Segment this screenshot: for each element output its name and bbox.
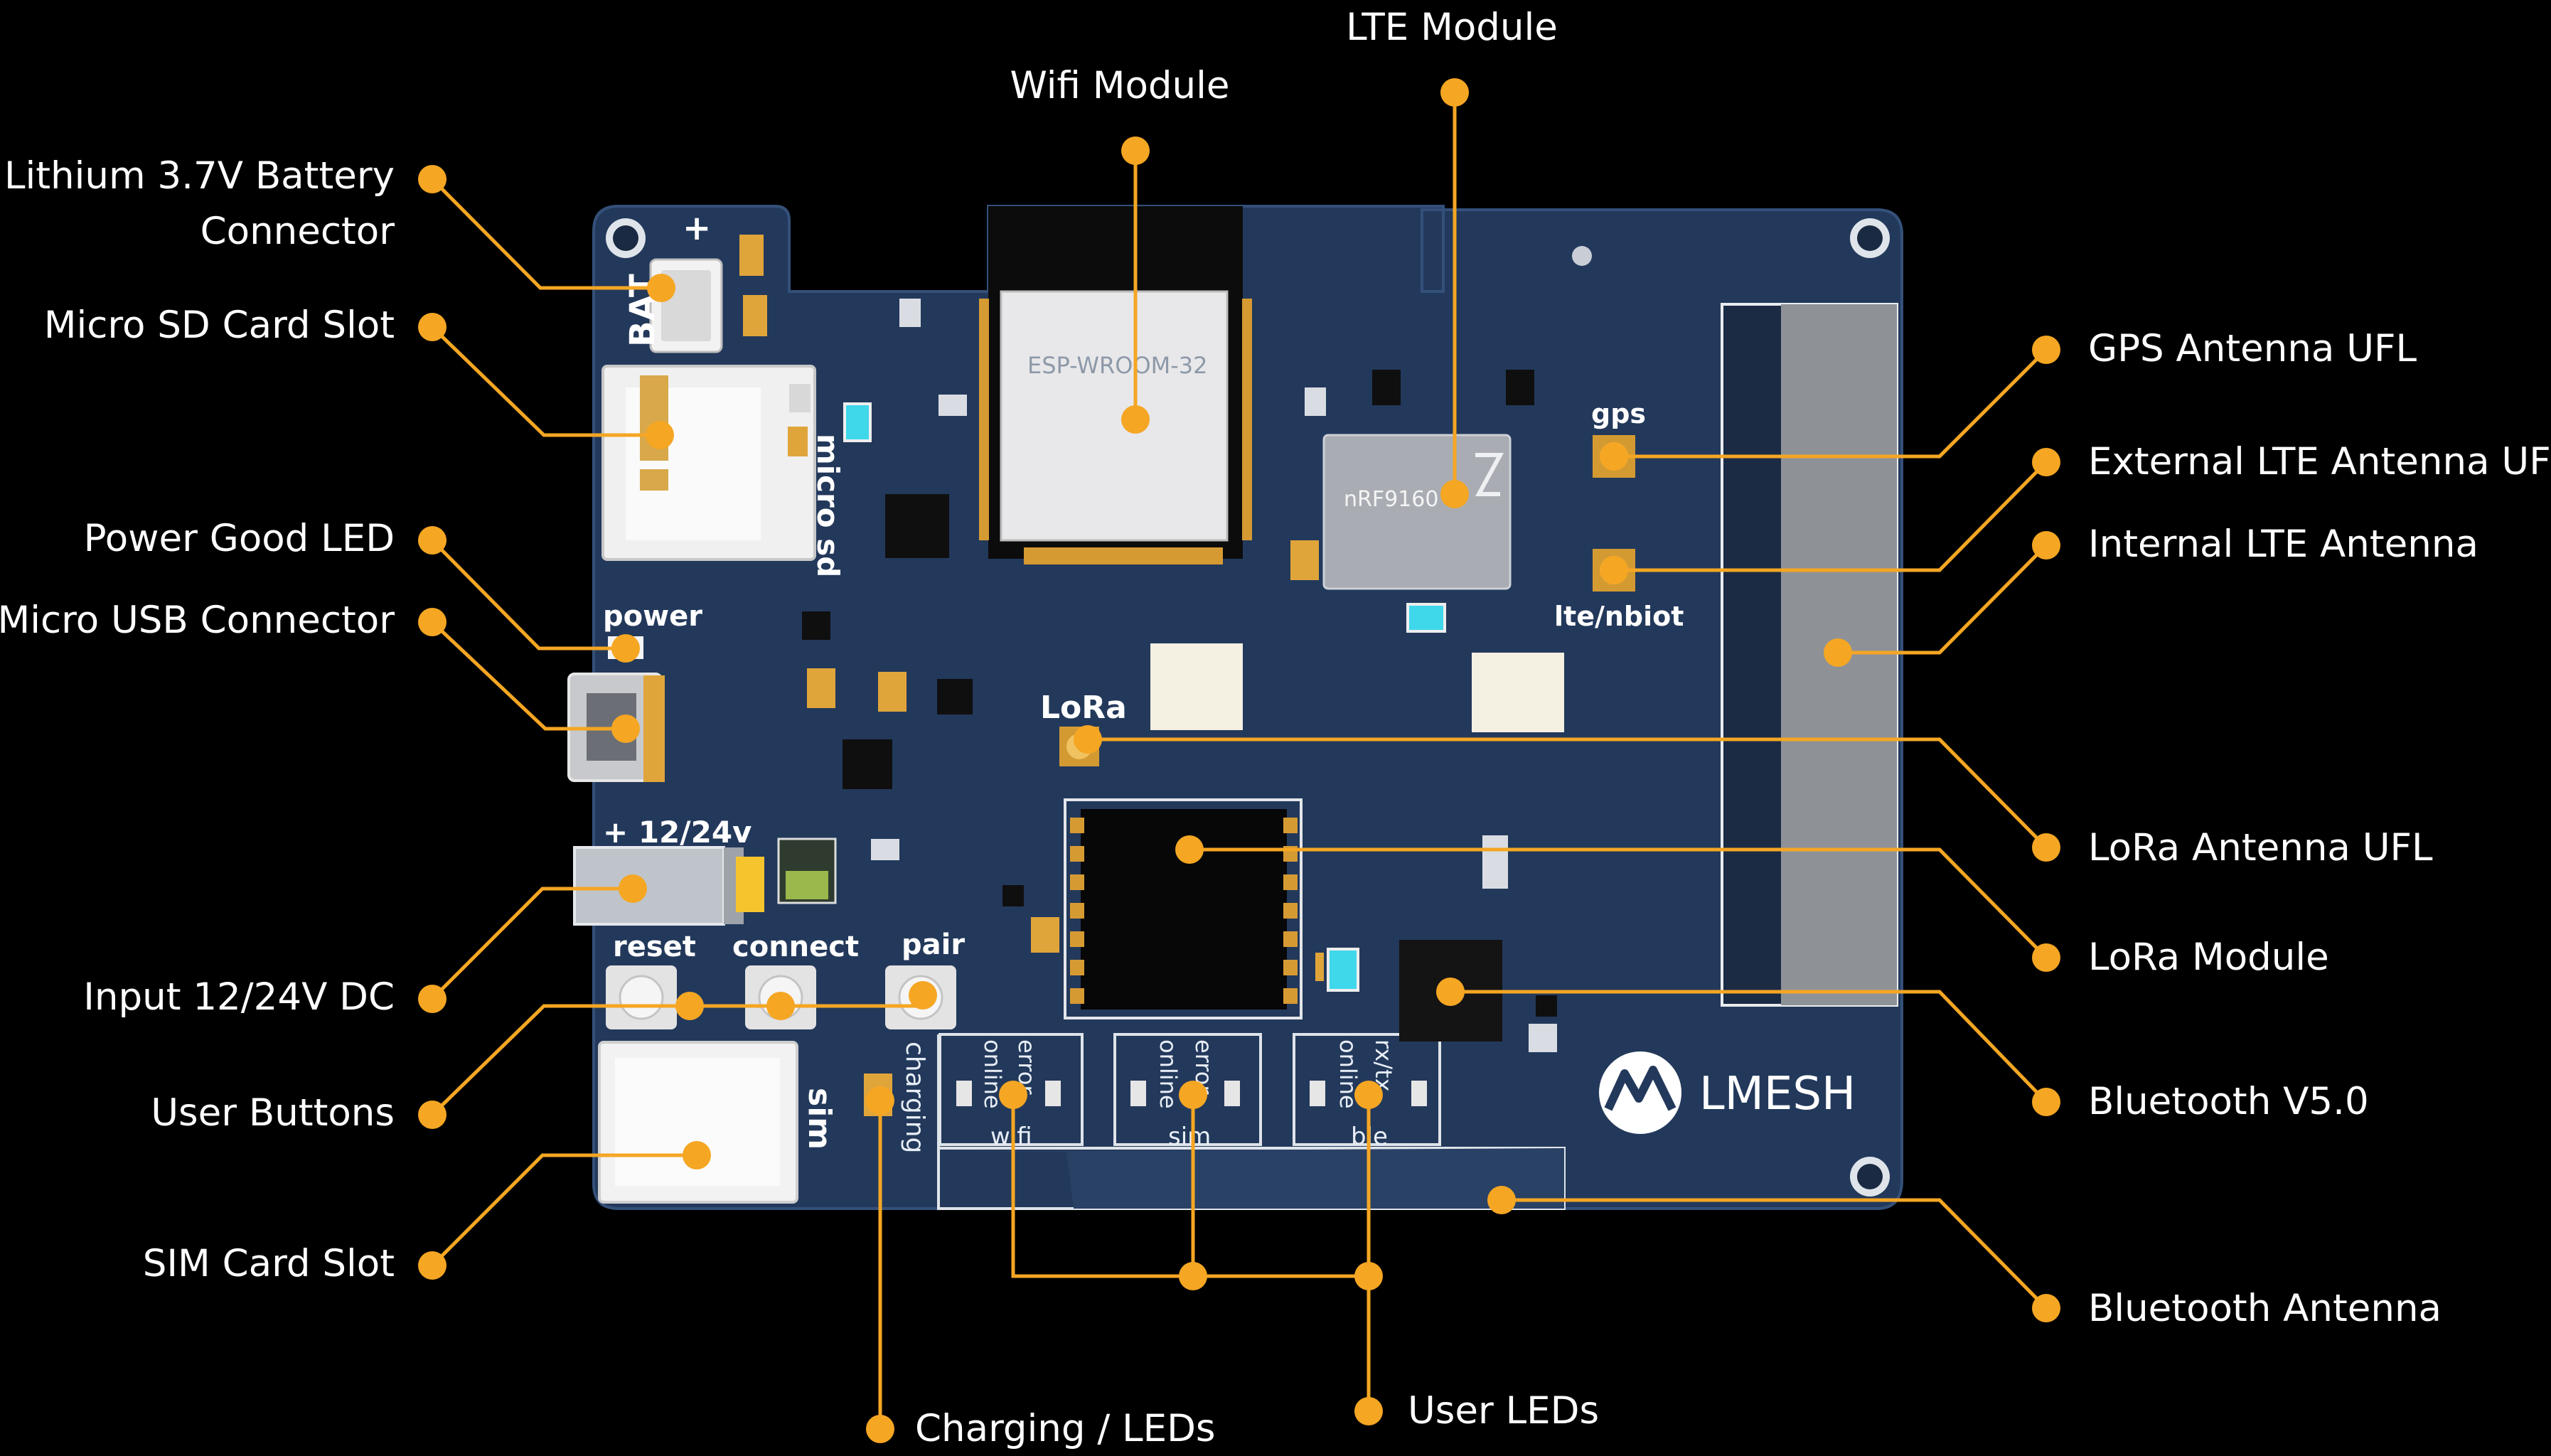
leader-sim [431,1153,697,1267]
leader-bt-antenna [1502,1198,2048,1310]
silk-micro-sd: micro sd [811,434,845,577]
fiducial [1572,246,1592,266]
label-usb: Micro USB Connector [0,599,395,642]
leader-lora-module [1189,847,2048,959]
label-battery-line2: Connector [200,210,395,253]
label-int-lte: Internal LTE Antenna [2088,523,2478,566]
dot-battery [418,165,446,193]
leader-sd [431,326,660,437]
leader-bt [1450,990,2048,1103]
callout-labels: Lithium 3.7V Battery Connector Micro SD … [0,6,2551,1450]
silk-gps: gps [1591,398,1646,429]
wifi-chip-label: ESP-WROOM-32 [1027,352,1208,379]
label-lte: LTE Module [1346,6,1558,49]
dot-charging [866,1415,894,1443]
label-lora-ufl: LoRa Antenna UFL [2088,826,2433,869]
dot-dc [418,985,446,1013]
dc-input-connector [573,837,837,926]
pcb-board: BAT + micro sd power + 12/24v [567,205,1903,1210]
label-sd: Micro SD Card Slot [44,304,395,347]
leader-lora-ufl [1088,737,2048,849]
label-user-leds: User LEDs [1408,1389,1599,1433]
brand-text: LMESH [1699,1068,1856,1120]
label-dc: Input 12/24V DC [83,975,395,1019]
dot-lora-module [2032,943,2060,972]
mounting-hole [1850,1157,1890,1197]
label-battery-line1: Lithium 3.7V Battery [4,154,395,198]
prog-header [1472,653,1564,732]
dot-gps [2032,336,2060,364]
silk-power: power [603,600,702,633]
leader-battery [431,178,661,290]
dot-lora-ufl [2032,833,2060,862]
silk-reset: reset [613,931,696,963]
leader-ext-lte [1614,461,2048,572]
label-user-buttons: User Buttons [151,1091,395,1135]
mounting-hole [606,218,646,258]
label-bt-antenna: Bluetooth Antenna [2088,1287,2442,1330]
lte-chip-label: nRF9160 [1344,487,1438,512]
sim-card-slot [598,1041,798,1204]
silk-wifi: wifi [990,1123,1032,1151]
leader-power-led [431,539,626,651]
dot-int-lte [2032,531,2060,560]
nordic-logo-icon [1475,453,1504,496]
dot-wifi [1121,136,1150,165]
leader-dc [431,887,633,1000]
callout-dots [418,78,2060,1443]
silk-sim: sim [801,1088,838,1150]
silk-lte-nbiot: lte/nbiot [1554,601,1684,632]
status-led [843,402,872,442]
silk-lora: LoRa [1040,690,1127,726]
leader-usb [431,621,626,731]
label-sim: SIM Card Slot [143,1242,395,1285]
lte-module [1322,434,1512,590]
dot-lte [1440,78,1469,107]
prog-header [1150,643,1243,730]
dot-sd [418,313,446,341]
lora-module [1064,798,1303,1019]
label-ext-lte: External LTE Antenna UFL [2088,440,2551,483]
silk-pair: pair [902,928,965,961]
sim-led-group: online error sim [1113,1033,1262,1151]
reset-button [606,965,677,1029]
leader-gps [1614,348,2048,459]
label-charging: Charging / LEDs [915,1407,1216,1450]
label-power-led: Power Good LED [84,517,395,560]
leader-int-lte [1838,544,2048,655]
silk-online: online [1155,1039,1182,1109]
label-bt: Bluetooth V5.0 [2088,1080,2369,1123]
micro-sd-slot [601,365,816,561]
dot-bt-antenna [2032,1294,2060,1322]
dot-ext-lte [2032,448,2060,476]
dot-sim [418,1251,446,1280]
wifi-module [979,206,1252,564]
dot-user-buttons [418,1101,446,1129]
dot-bt [2032,1088,2060,1116]
silk-connect: connect [732,931,859,963]
dot-user-leds [1354,1397,1383,1425]
mounting-hole [1850,218,1890,258]
label-gps: GPS Antenna UFL [2088,327,2417,370]
status-led [1327,948,1359,992]
label-wifi: Wifi Module [1010,64,1230,107]
silk-charging: charging [900,1042,929,1153]
dot-power-led [418,526,446,555]
silk-sim-small: sim [1168,1123,1211,1151]
dot-usb [418,608,446,636]
silk-plus: + [683,208,711,248]
silk-dc: + 12/24v [603,815,752,850]
label-lora-module: LoRa Module [2088,936,2329,979]
wifi-led-group: online error wifi [938,1033,1084,1151]
status-led [1406,603,1446,633]
lmesh-logo-icon [1599,1051,1681,1134]
